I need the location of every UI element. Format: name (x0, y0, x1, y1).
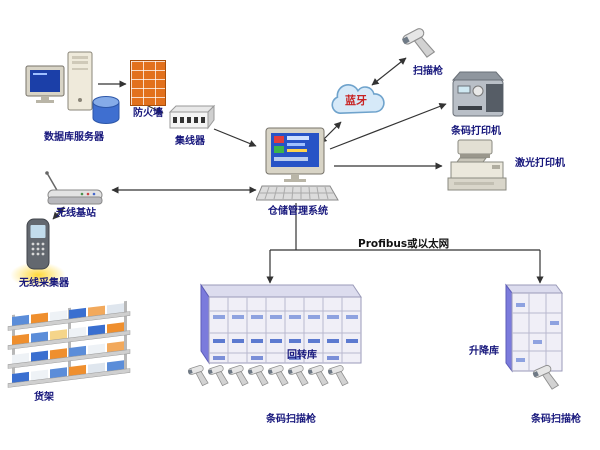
cloud-icon (331, 84, 385, 114)
bus-label: Profibus或以太网 (358, 238, 450, 250)
barcode-printer-icon (451, 71, 505, 117)
laser-printer-label: 激光打印机 (515, 158, 565, 169)
lift-store-icon (505, 283, 563, 373)
single-scanner-label: 条码扫描枪 (531, 414, 581, 425)
barcode-scanner-gun-icon (206, 360, 235, 397)
bluetooth-label: 蓝牙 (345, 94, 367, 107)
rack-label: 货架 (34, 392, 54, 403)
barcode-scanner-gun-icon (286, 360, 315, 397)
wireless-base-label: 无线基站 (56, 208, 96, 219)
wireless-base-node (42, 170, 108, 214)
hub-node (164, 102, 216, 136)
hub-icon (168, 104, 216, 130)
barcode-scanner-gun-icon (266, 360, 295, 397)
barcode-scanner-gun-icon (186, 360, 215, 397)
handheld-scanner-label: 扫描枪 (413, 66, 443, 77)
laser-printer-icon (447, 139, 507, 191)
wireless-base-icon (45, 171, 103, 205)
wms-label: 仓储管理系统 (268, 206, 328, 217)
database-server-label: 数据库服务器 (44, 132, 104, 143)
wms-computer-node (255, 126, 340, 210)
hub-label: 集线器 (175, 136, 205, 147)
scanner-row-label: 条码扫描枪 (266, 414, 316, 425)
barcode-scanner-gun-icon (530, 359, 567, 402)
barcode-scanner-gun-icon (326, 360, 355, 397)
lift-store-label: 升降库 (469, 346, 499, 357)
rack-node (4, 298, 134, 394)
barcode-scanner-gun-icon (226, 360, 255, 397)
barcode-scanner-gun-icon (246, 360, 275, 397)
firewall-icon (130, 60, 166, 106)
firewall-label: 防火墙 (133, 108, 163, 119)
handheld-scanner-node (402, 26, 436, 66)
database-server-node (24, 50, 120, 134)
barcode-printer-label: 条码打印机 (451, 126, 501, 137)
wireless-collector-label: 无线采集器 (19, 278, 69, 289)
rack-icon (7, 300, 131, 388)
database-server-icon (25, 51, 120, 124)
wireless-collector-icon (26, 218, 50, 270)
bluetooth-cloud-node: 蓝牙 (324, 78, 388, 124)
carousel-store-label: 回转库 (287, 350, 317, 361)
laser-printer-node (446, 134, 508, 196)
wireless-collector-node (10, 216, 66, 288)
scanner-row-node (187, 360, 355, 397)
carousel-store-icon (200, 283, 362, 365)
barcode-printer-node (450, 68, 506, 126)
lift-store-node (502, 283, 566, 377)
wms-computer-icon (255, 127, 339, 201)
scanner-gun-icon (398, 21, 443, 70)
barcode-scanner-gun-icon (306, 360, 335, 397)
carousel-store-node (183, 281, 363, 371)
single-scanner-node (532, 362, 560, 398)
